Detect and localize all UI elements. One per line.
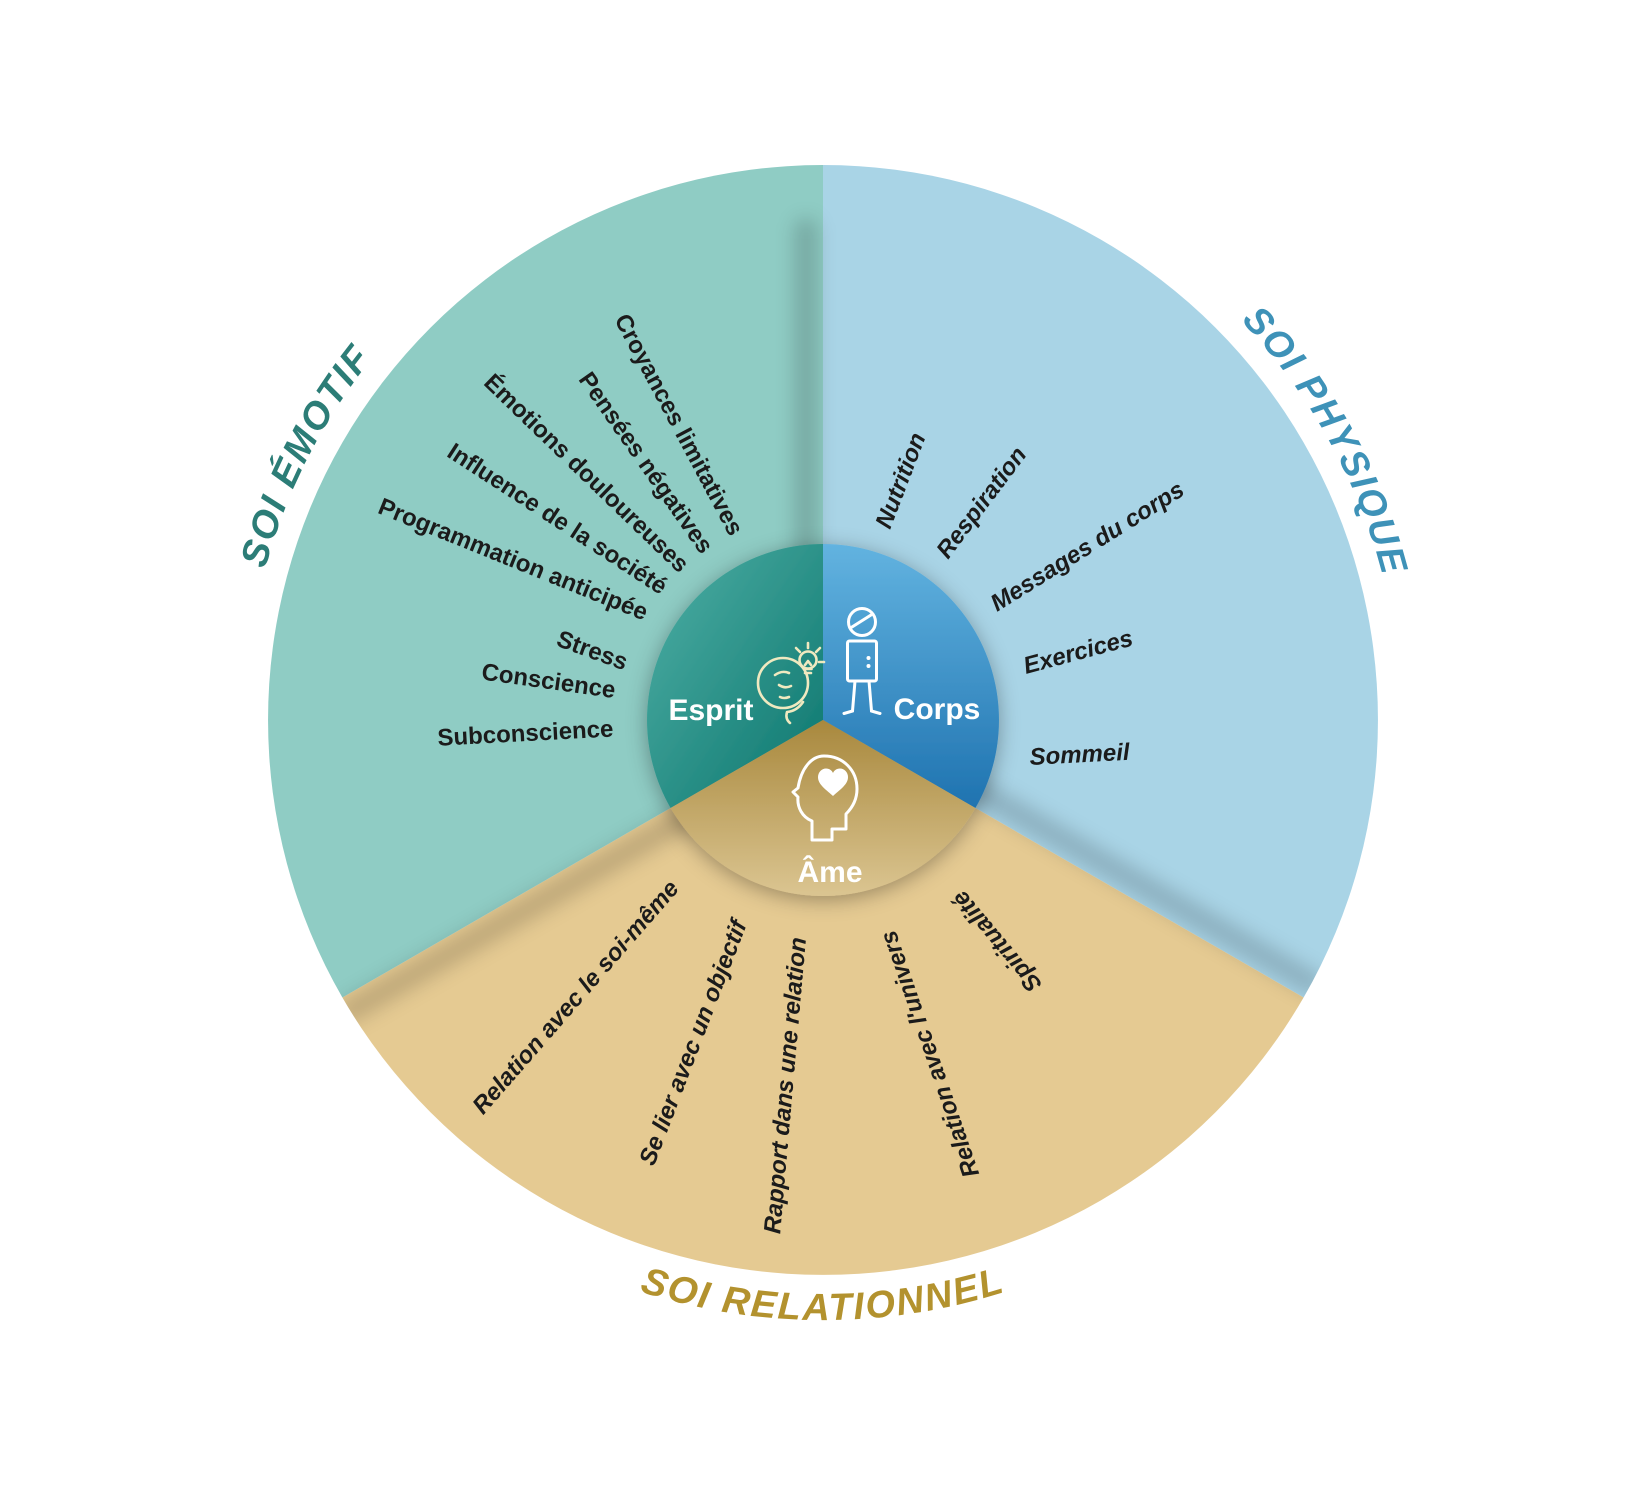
heart-icon	[818, 768, 848, 796]
sector-relationnel-slice	[342, 720, 1304, 1275]
head-heart-icon	[791, 754, 859, 842]
head-lightbulb-icon	[756, 641, 826, 725]
item-label: Sommeil	[1029, 739, 1132, 771]
person-icon	[842, 607, 882, 715]
esprit-wedge	[647, 544, 823, 808]
ame-wedge	[670, 720, 976, 896]
center-hub: Esprit Corps Âme	[647, 544, 999, 896]
ame-label: Âme	[797, 855, 862, 889]
corps-label: Corps	[894, 693, 981, 726]
esprit-label: Esprit	[668, 694, 753, 727]
